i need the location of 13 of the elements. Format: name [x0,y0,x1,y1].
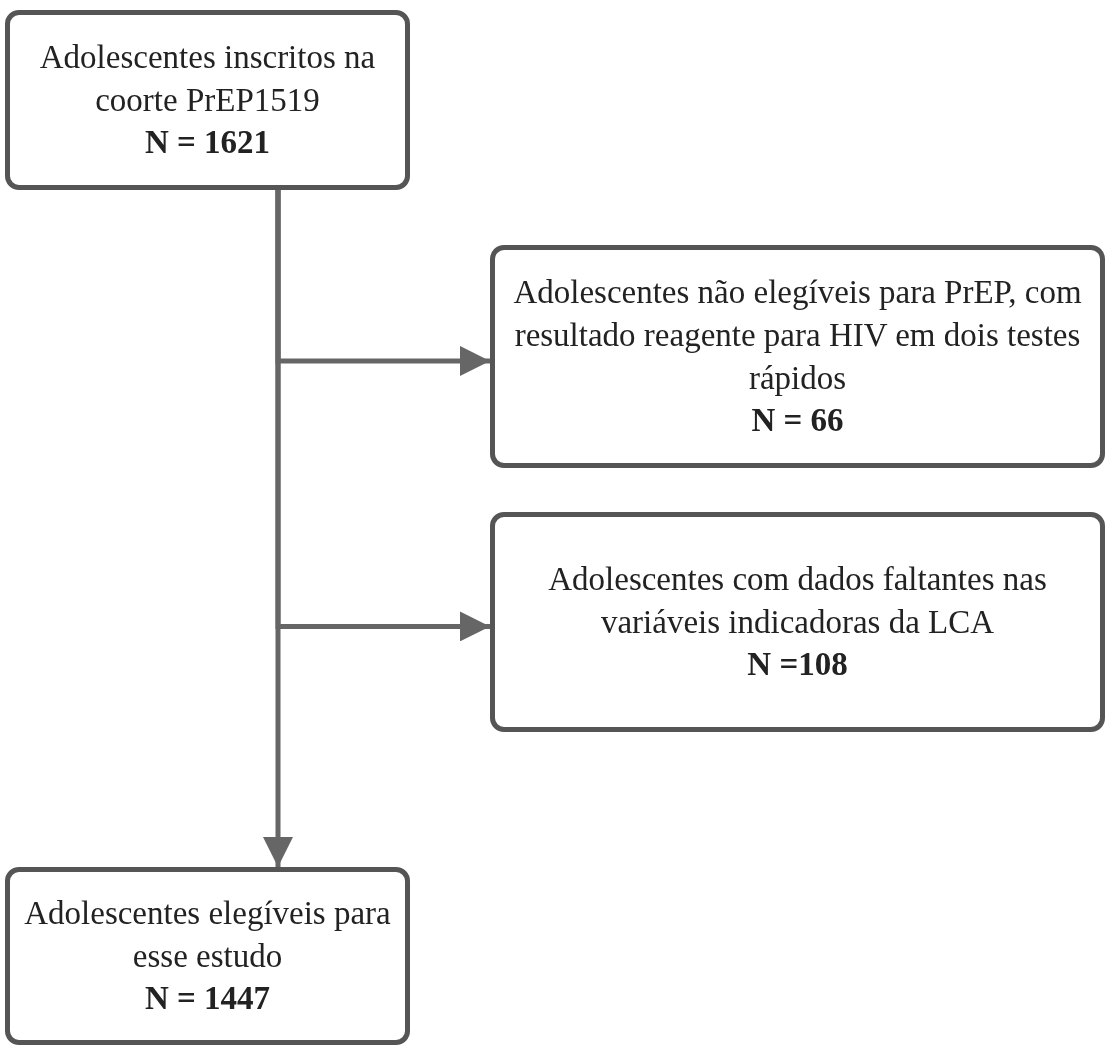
count-label: N = 1447 [144,979,271,1019]
arrow [263,190,293,867]
process-box [490,512,1105,732]
box-text: Adolescentes não elegíveis para PrEP, com resultado reagente para HIV em dois testes rápidos [512,272,1083,398]
count-label: N = 1621 [144,123,271,163]
box-text: Adolescentes inscritos na coorte PrEP1519 [38,37,377,120]
process-box [5,867,410,1045]
process-box [5,10,410,190]
count-label: N =108 [747,645,848,685]
box-text: Adolescentes com dados faltantes nas variáveis indicadoras da LCA [547,559,1048,642]
count-label: N = 66 [751,401,844,441]
box-text: Adolescentes elegíveis para esse estudo [24,893,391,976]
process-box [490,245,1105,468]
